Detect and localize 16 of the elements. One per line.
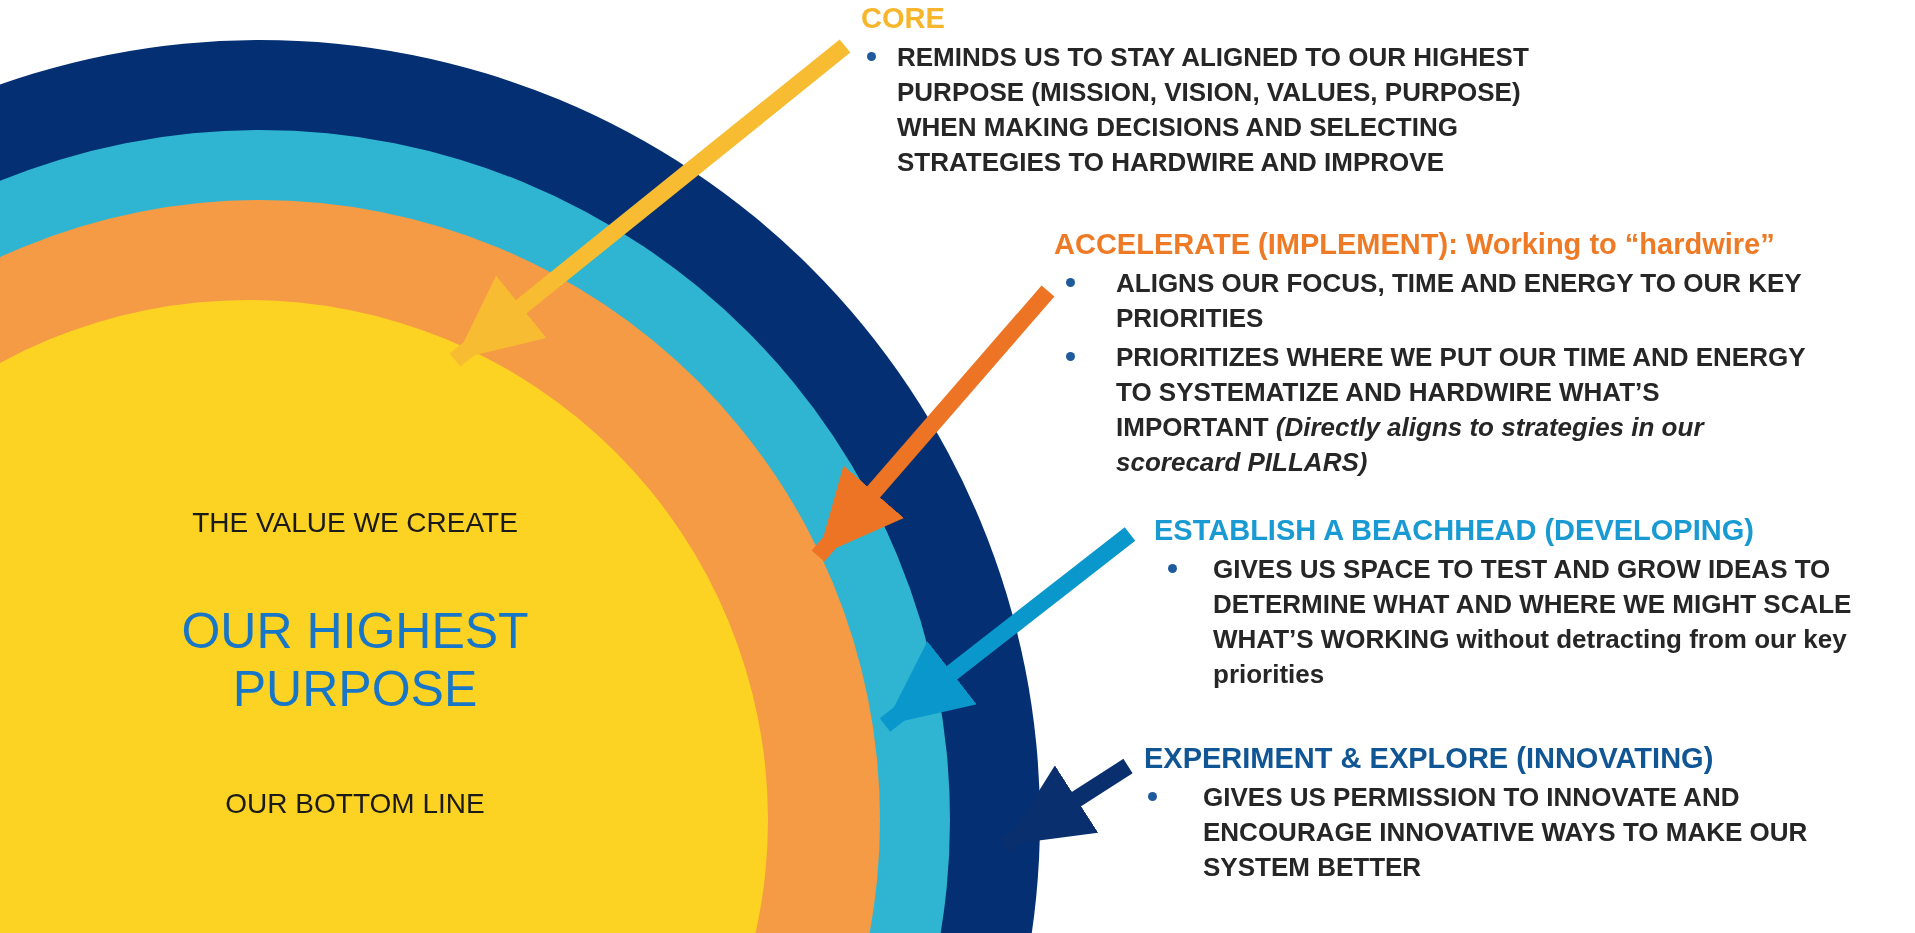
bullet-text: GIVES US PERMISSION TO INNOVATE AND ENCOURAGE INNOVATIVE WAYS TO MAKE OUR SYSTEM BETTER — [1203, 781, 1809, 884]
arrow — [449, 39, 851, 367]
section-heading: CORE — [860, 1, 946, 36]
arrow — [1000, 758, 1133, 853]
circle-caption: THE VALUE WE CREATE — [191, 506, 519, 540]
section-heading: ESTABLISH A BEACHHEAD (DEVELOPING) — [1153, 513, 1755, 548]
arrow — [879, 527, 1136, 732]
bullet-text: PRIORITIZES WHERE WE PUT OUR TIME AND ENERGY TO SYSTEMATIZE AND HARDWIRE WHAT’S IMPORTANT (Directly aligns to strategies in our scorecard PILLARS) — [1116, 341, 1807, 479]
bullet-text: ALIGNS OUR FOCUS, TIME AND ENERGY TO OUR KEY PRIORITIES — [1116, 267, 1803, 335]
section-heading: ACCELERATE (IMPLEMENT): Working to “hardwire” — [1053, 227, 1776, 262]
bullet-text: GIVES US SPACE TO TEST AND GROW IDEAS TO DETERMINE WHAT AND WHERE WE MIGHT SCALE WHAT’S WORKING without detracting from our key priorities — [1213, 553, 1853, 691]
circle-caption: OUR BOTTOM LINE — [224, 787, 486, 821]
arrow — [811, 285, 1055, 562]
bullet-text: REMINDS US TO STAY ALIGNED TO OUR HIGHEST PURPOSE (MISSION, VISION, VALUES, PURPOSE) WHEN MAKING DECISIONS AND SELECTING STRATEGIES TO HARDWIRE AND IMPROVE — [897, 41, 1530, 179]
section-heading: EXPERIMENT & EXPLORE (INNOVATING) — [1143, 741, 1715, 776]
circle-title: OUR HIGHEST PURPOSE — [180, 602, 530, 718]
